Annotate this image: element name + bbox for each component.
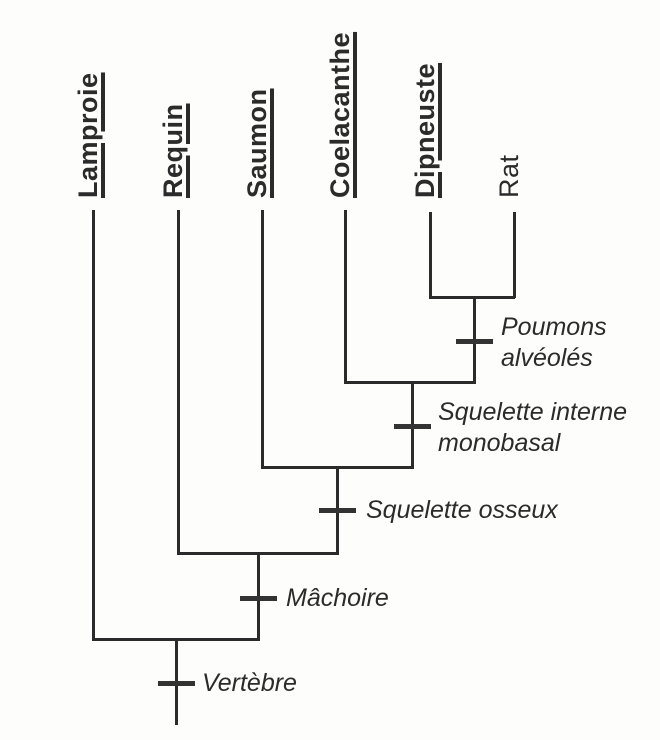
character-label: Poumons alvéolés	[501, 312, 607, 374]
taxon-label: Saumon	[242, 88, 272, 198]
character-label: Squelette osseux	[366, 495, 558, 526]
character-label: Vertèbre	[202, 668, 297, 699]
taxon-branch-line	[429, 212, 432, 298]
taxon-branch-line	[344, 210, 347, 383]
taxon-branch-line	[261, 210, 264, 468]
node-crossbar-coelacanthe-clade	[344, 381, 476, 384]
character-label-line: Vertèbre	[202, 669, 297, 697]
character-label-line: Squelette osseux	[366, 496, 558, 524]
character-tick-mark	[319, 508, 356, 513]
character-label-line: Poumons	[501, 313, 607, 341]
character-tick-mark	[394, 424, 431, 429]
character-label: Squelette interne monobasal	[438, 397, 627, 459]
character-label-line: monobasal	[438, 429, 561, 457]
taxon-label: Dipneuste	[410, 62, 440, 198]
taxon-label: Requin	[158, 103, 188, 199]
taxon-branch-line	[513, 212, 516, 298]
taxon-branch-line	[177, 210, 180, 554]
character-label: Mâchoire	[286, 583, 389, 614]
character-tick-mark	[158, 681, 195, 686]
taxon-label: Lamproie	[73, 72, 103, 198]
character-label-line: alvéolés	[501, 344, 593, 372]
taxon-label: Coelacanthe	[325, 31, 355, 198]
taxon-branch-line	[92, 210, 95, 640]
character-label-line: Mâchoire	[286, 584, 389, 612]
taxon-label: Rat	[494, 154, 524, 198]
character-tick-mark	[240, 596, 277, 601]
character-tick-mark	[456, 339, 493, 344]
character-label-line: Squelette interne	[438, 398, 628, 426]
node-crossbar-dipneuste-rat	[429, 296, 515, 299]
